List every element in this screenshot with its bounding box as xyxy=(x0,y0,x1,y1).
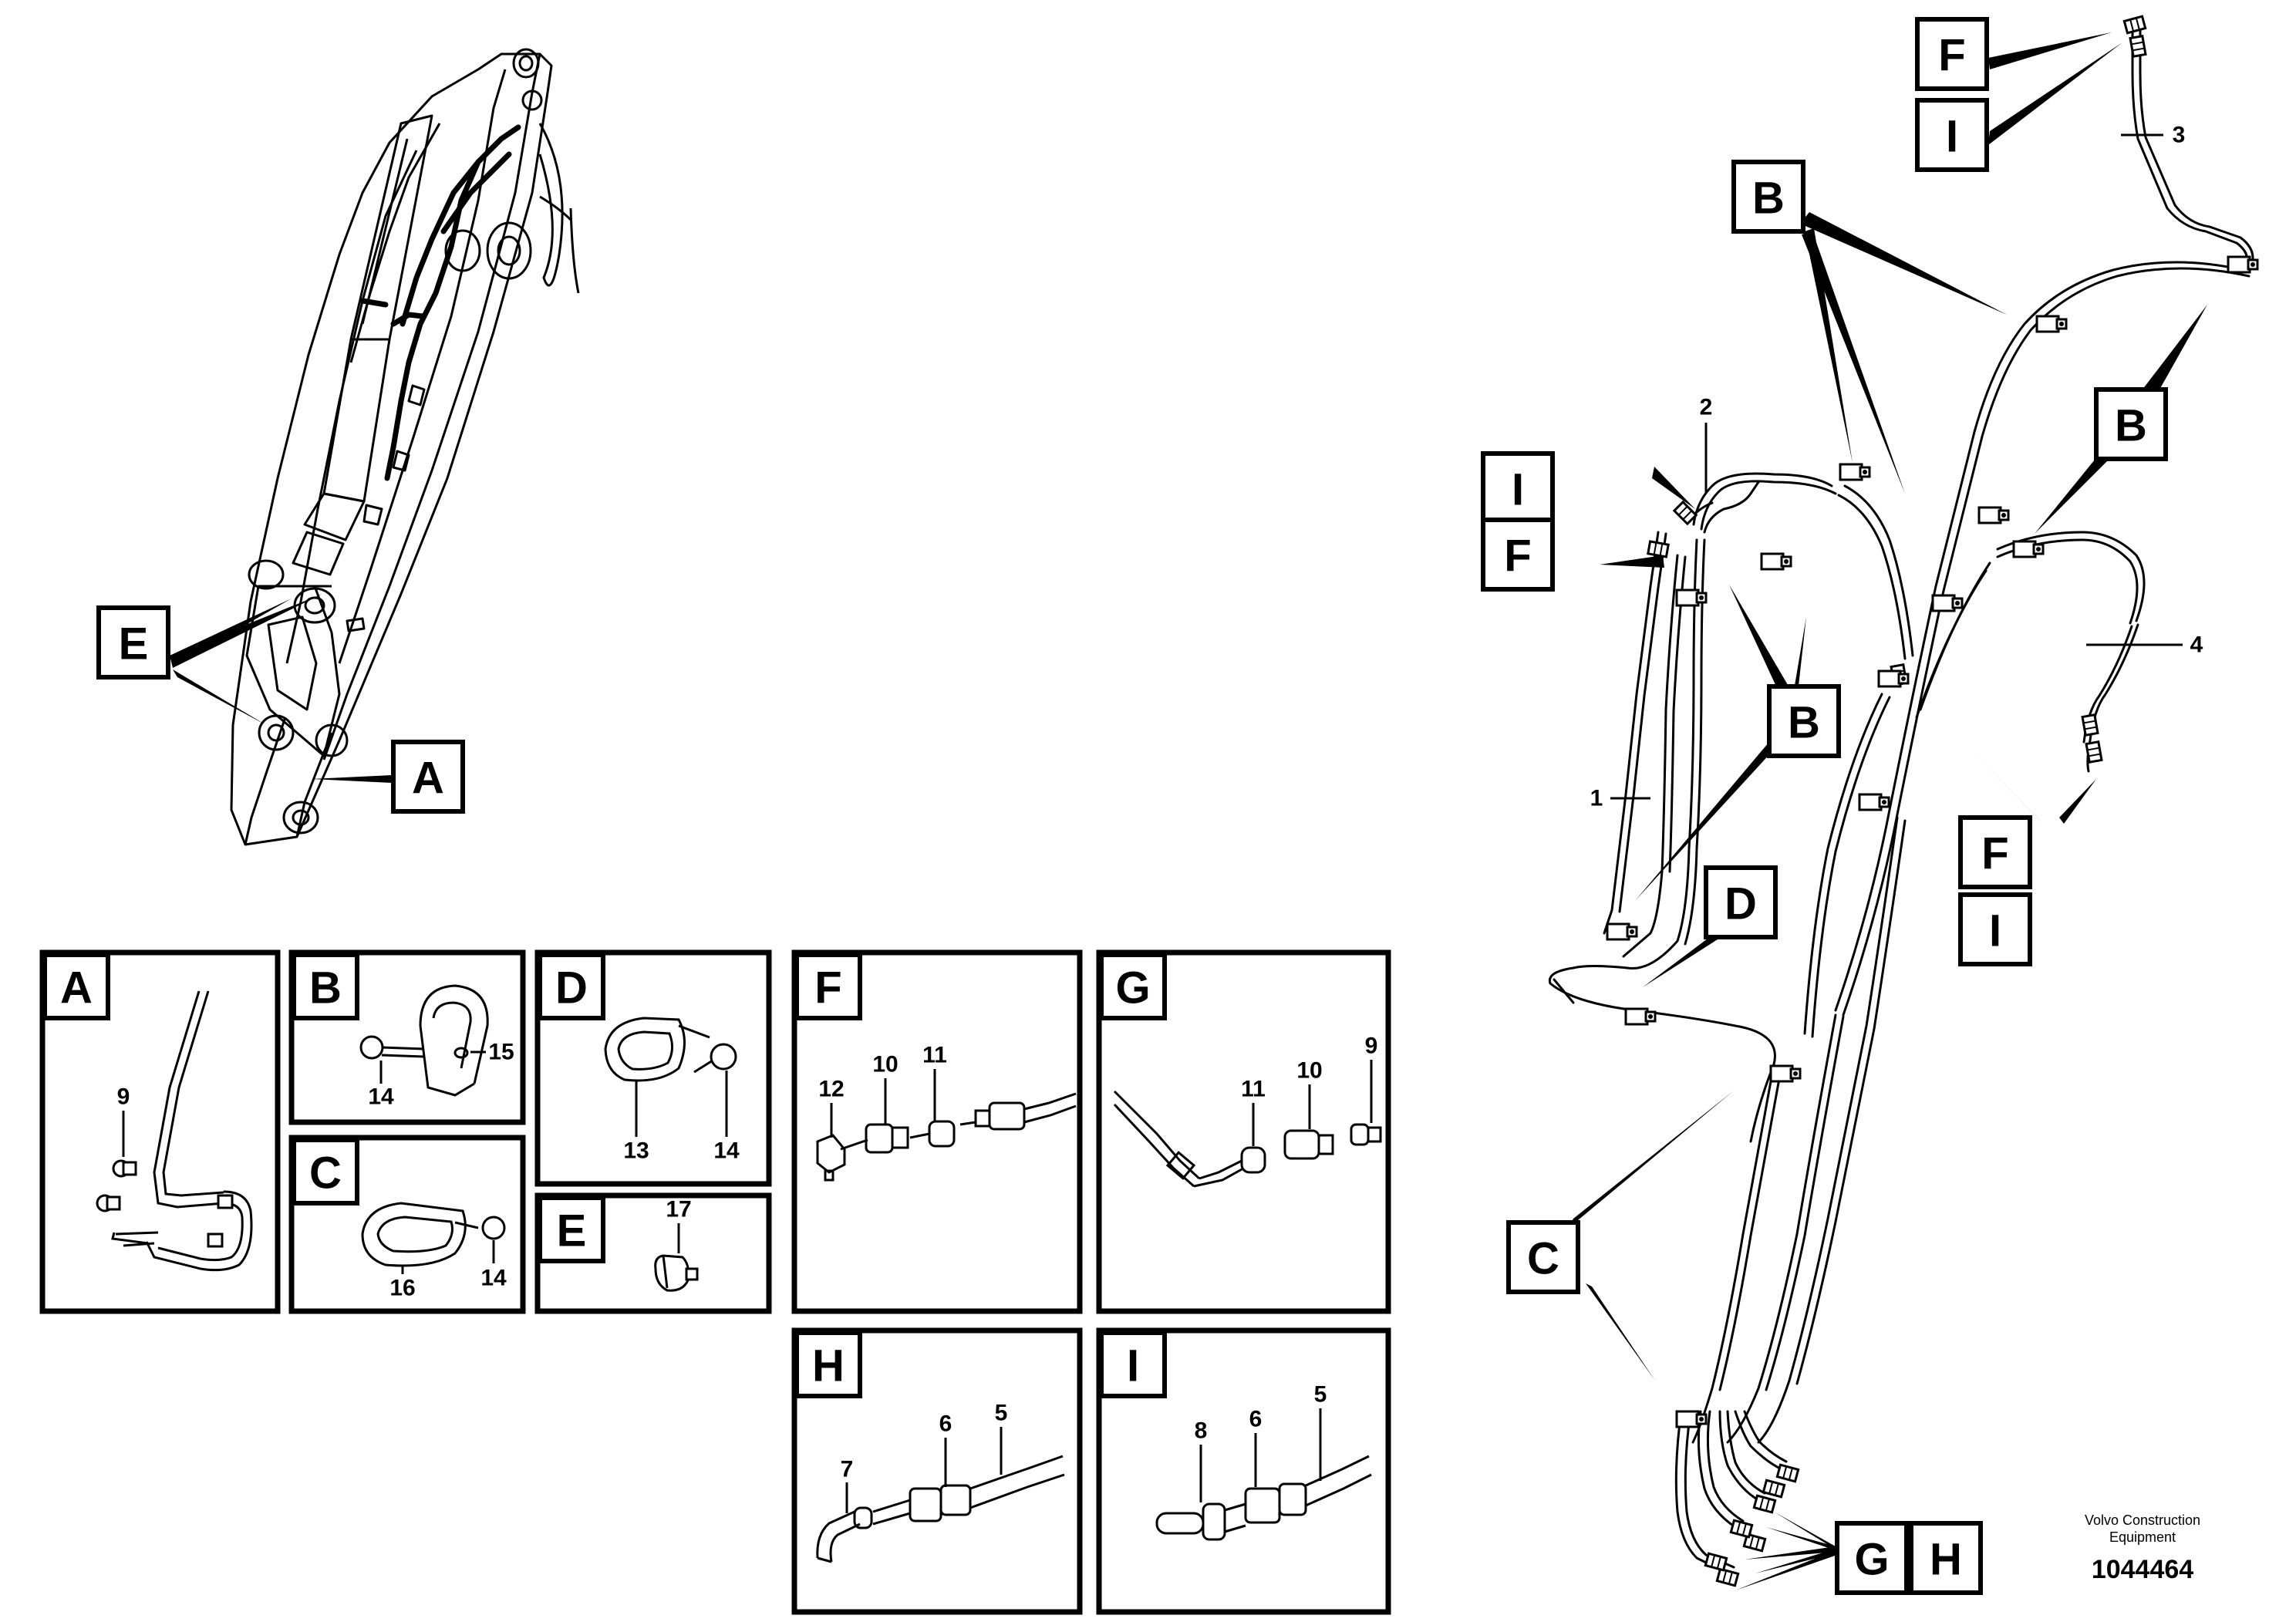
panel-i-item-8: 8 xyxy=(1195,1418,1208,1444)
panel-i-leaders xyxy=(1199,1408,1322,1502)
panel-e-drawing xyxy=(654,1254,699,1292)
panel-f-item-10: 10 xyxy=(872,1052,898,1077)
panel-h-leaders xyxy=(845,1427,1003,1513)
callout-d: D xyxy=(1725,879,1757,929)
callout-i-left: I xyxy=(1512,465,1524,515)
panel-i-item-5: 5 xyxy=(1314,1382,1327,1408)
panel-c-leaders xyxy=(401,1240,495,1274)
boom-harness xyxy=(359,124,521,481)
panel-i-title: I xyxy=(1127,1341,1139,1391)
panel-a-title: A xyxy=(60,963,93,1013)
brand-line-1: Volvo Construction xyxy=(2085,1512,2200,1528)
callout-a: A xyxy=(412,754,444,804)
panel-f-item-11: 11 xyxy=(922,1043,947,1068)
panel-h-title: H xyxy=(812,1341,845,1391)
panel-b-item-15: 15 xyxy=(488,1040,514,1065)
panel-b-title: B xyxy=(309,963,342,1013)
panel-h-item-5: 5 xyxy=(995,1401,1008,1426)
boom-illustration xyxy=(230,48,580,846)
footer: Volvo Construction Equipment 1044464 xyxy=(2085,1512,2200,1584)
item-number-1: 1 xyxy=(1590,786,1603,811)
panel-b-leaders xyxy=(379,1050,486,1084)
assembly-item-numbers: 2 3 4 1 xyxy=(1590,123,2203,811)
panel-f-title: F xyxy=(814,963,841,1013)
panel-b-drawing xyxy=(359,984,489,1097)
callout-h: H xyxy=(1930,1535,1962,1585)
callout-f-top: F xyxy=(1938,31,1965,81)
callout-b-right: B xyxy=(2115,401,2147,451)
panel-h-item-7: 7 xyxy=(841,1457,854,1482)
callout-boxes xyxy=(96,17,2168,1595)
panel-c-item-16: 16 xyxy=(389,1276,415,1301)
panel-b-item-14: 14 xyxy=(368,1084,394,1110)
panel-g-item-10: 10 xyxy=(1296,1058,1322,1084)
panel-g-labels: 11 10 9 xyxy=(1241,1034,1377,1102)
panel-d-item-13: 13 xyxy=(623,1138,649,1164)
panel-f-labels: 12 10 11 xyxy=(818,1043,947,1102)
panel-g-item-9: 9 xyxy=(1365,1034,1378,1059)
callout-b-top: B xyxy=(1752,174,1785,224)
panel-d-drawing xyxy=(604,1017,737,1082)
panel-i-drawing xyxy=(1155,1455,1372,1541)
callout-f-right: F xyxy=(1981,829,2008,879)
panel-a-drawing xyxy=(96,990,253,1272)
panel-a-labels: 9 xyxy=(117,1084,130,1110)
panel-g-leaders xyxy=(1252,1060,1373,1146)
callout-g: G xyxy=(1854,1535,1889,1585)
panel-a-item-9: 9 xyxy=(117,1084,130,1110)
panel-d-item-14: 14 xyxy=(713,1138,740,1164)
panel-d-title: D xyxy=(555,963,588,1013)
panel-g-item-11: 11 xyxy=(1241,1077,1266,1102)
brand-line-2: Equipment xyxy=(2109,1529,2176,1545)
callout-i-right: I xyxy=(1989,906,2001,956)
item-number-4: 4 xyxy=(2190,632,2203,658)
detail-panel-letters: A B C D E F G H I xyxy=(60,963,1151,1391)
callout-c: C xyxy=(1527,1234,1559,1284)
callout-f-left: F xyxy=(1504,531,1531,582)
panel-e-item-17: 17 xyxy=(666,1197,691,1222)
panel-c-title: C xyxy=(309,1148,342,1199)
panel-c-labels: 16 14 xyxy=(389,1266,507,1301)
item-leader-lines xyxy=(1610,133,2183,800)
panel-c-drawing xyxy=(361,1202,506,1267)
detail-panel-frames xyxy=(39,949,1391,1615)
panel-e-title: E xyxy=(557,1206,587,1256)
panel-h-item-6: 6 xyxy=(939,1411,952,1437)
panel-c-item-14: 14 xyxy=(480,1266,507,1291)
callout-i-top: I xyxy=(1946,112,1958,162)
panel-h-labels: 7 6 5 xyxy=(841,1401,1008,1482)
item-number-3: 3 xyxy=(2173,123,2186,148)
panel-g-drawing xyxy=(1113,1090,1382,1188)
callout-e: E xyxy=(119,619,149,669)
panel-i-labels: 8 6 5 xyxy=(1195,1382,1327,1444)
document-number: 1044464 xyxy=(2092,1555,2193,1584)
panel-i-item-6: 6 xyxy=(1249,1407,1263,1432)
callout-b-middle: B xyxy=(1788,698,1820,748)
panel-f-item-12: 12 xyxy=(818,1077,844,1102)
panel-d-labels: 13 14 xyxy=(623,1138,740,1164)
panel-f-leaders xyxy=(830,1069,936,1138)
panel-e-labels: 17 xyxy=(666,1197,691,1222)
panel-b-labels: 15 14 xyxy=(368,1040,514,1110)
detail-panel-tabs xyxy=(42,953,1167,1398)
panel-g-title: G xyxy=(1115,963,1150,1013)
panel-h-drawing xyxy=(816,1455,1065,1563)
panel-d-leaders xyxy=(635,1071,728,1137)
leader-arrows xyxy=(170,32,2207,1590)
item-number-2: 2 xyxy=(1700,395,1713,420)
callout-letters: F I B B I F B D F I C G H E A xyxy=(119,31,2147,1585)
panel-f-drawing xyxy=(816,1092,1077,1182)
